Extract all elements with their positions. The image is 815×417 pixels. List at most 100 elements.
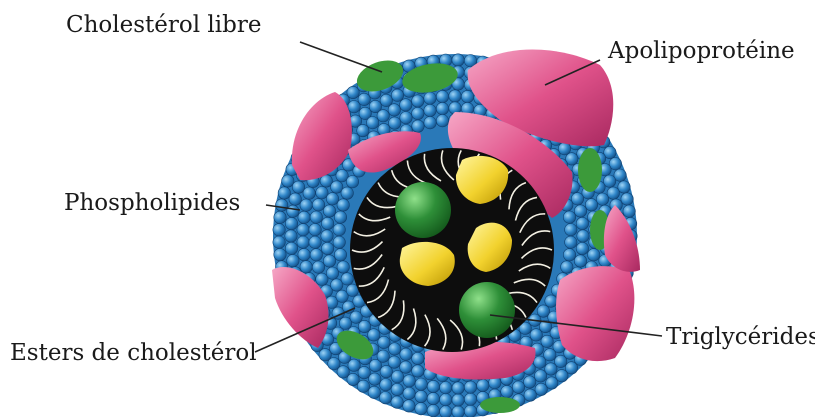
phospholipid-head <box>389 343 401 355</box>
phospholipid-head <box>524 376 536 388</box>
phospholipid-head <box>369 373 381 385</box>
phospholipid-head <box>424 104 436 116</box>
phospholipid-head <box>346 176 358 188</box>
phospholipid-head <box>334 211 346 223</box>
phospholipid-head <box>388 356 400 368</box>
phospholipid-head <box>380 379 392 391</box>
phospholipid-head <box>273 236 285 248</box>
phospholipid-head <box>400 99 412 111</box>
phospholipid-head <box>565 236 577 248</box>
phospholipid-head <box>282 175 294 187</box>
phospholipid-head <box>452 54 464 66</box>
phospholipid-head <box>378 336 390 348</box>
phospholipid-head <box>427 380 439 392</box>
phospholipid-head <box>310 249 322 261</box>
phospholipid-head <box>412 107 424 119</box>
phospholipid-head <box>303 187 315 199</box>
phospholipid-head <box>337 199 349 211</box>
phospholipid-head <box>501 385 513 397</box>
phospholipid-head <box>273 224 285 236</box>
phospholipid-head <box>333 224 345 236</box>
phospholipid-head <box>412 120 424 132</box>
phospholipid-head <box>412 365 424 377</box>
phospholipid-head <box>321 217 333 229</box>
phospholipid-head <box>400 348 412 360</box>
phospholipid-head <box>534 356 546 368</box>
phospholipid-head <box>400 112 412 124</box>
phospholipid-head <box>571 193 583 205</box>
phospholipid-head <box>477 379 489 391</box>
phospholipid-head <box>436 90 448 102</box>
phospholipid-head <box>309 236 321 248</box>
phospholipid-head <box>298 248 310 260</box>
phospholipid-head <box>424 92 436 104</box>
phospholipid-head <box>576 217 588 229</box>
phospholipid-head <box>427 405 439 417</box>
phospholipid-head <box>292 181 304 193</box>
phospholipid-head <box>300 261 312 273</box>
phospholipid-head <box>512 381 524 393</box>
phospholipid-head <box>452 394 464 406</box>
phospholipid-head <box>561 261 573 273</box>
phospholipid-head <box>388 104 400 116</box>
phospholipid-head <box>524 389 536 401</box>
label-triglycerides: Triglycérides <box>666 326 815 349</box>
phospholipid-head <box>285 217 297 229</box>
phospholipid-head <box>535 383 547 395</box>
phospholipid-head <box>403 375 415 387</box>
phospholipid-head <box>278 187 290 199</box>
phospholipid-head <box>377 350 389 362</box>
phospholipid-head <box>276 199 288 211</box>
phospholipid-head <box>574 255 586 267</box>
phospholipid-head <box>377 110 389 122</box>
phospholipid-head <box>563 211 575 223</box>
phospholipid-head <box>403 387 415 399</box>
phospholipid-head <box>545 295 557 307</box>
phospholipid-head <box>289 193 301 205</box>
phospholipid-head <box>321 230 333 242</box>
phospholipid-head <box>316 273 328 285</box>
phospholipid-head <box>391 383 403 395</box>
phospholipid-head <box>574 205 586 217</box>
phospholipid-head <box>341 187 353 199</box>
phospholipid-head <box>300 199 312 211</box>
phospholipid-head <box>274 211 286 223</box>
phospholipid-head <box>577 230 589 242</box>
phospholipid-head <box>541 335 553 347</box>
phospholipid-head <box>452 406 464 417</box>
phospholipid-head <box>400 361 412 373</box>
phospholipid-head <box>546 377 558 389</box>
label-apolipoprotein: Apolipoprotéine <box>608 40 795 63</box>
phospholipid-head <box>415 378 427 390</box>
phospholipid-head <box>285 230 297 242</box>
phospholipid-head <box>339 317 351 329</box>
phospholipid-head <box>412 95 424 107</box>
label-free-cholesterol: Cholestérol libre <box>66 14 261 37</box>
phospholipid-head <box>427 392 439 404</box>
phospholipid-head <box>565 224 577 236</box>
phospholipid-head <box>449 90 461 102</box>
phospholipid-head <box>379 392 391 404</box>
phospholipid-head <box>316 187 328 199</box>
phospholipid-head <box>298 211 310 223</box>
phospholipid-head <box>424 117 436 129</box>
phospholipid-head <box>585 199 597 211</box>
phospholipid-head <box>312 261 324 273</box>
phospholipid-head <box>358 93 370 105</box>
phospholipid-head <box>391 89 403 101</box>
phospholipid-head <box>389 117 401 129</box>
label-phospholipids: Phospholipides <box>64 192 240 215</box>
phospholipid-head <box>603 175 615 187</box>
phospholipid-head <box>618 181 630 193</box>
label-cholesterol-esters: Esters de cholestérol <box>10 342 257 365</box>
phospholipid-head <box>326 267 338 279</box>
phospholipid-head <box>391 371 403 383</box>
phospholipid-head <box>287 205 299 217</box>
phospholipid-head <box>534 370 546 382</box>
phospholipid-head <box>607 187 619 199</box>
phospholipid-head <box>357 124 369 136</box>
phospholipid-head <box>440 394 452 406</box>
phospholipid-head <box>326 193 338 205</box>
phospholipid-head <box>588 249 600 261</box>
